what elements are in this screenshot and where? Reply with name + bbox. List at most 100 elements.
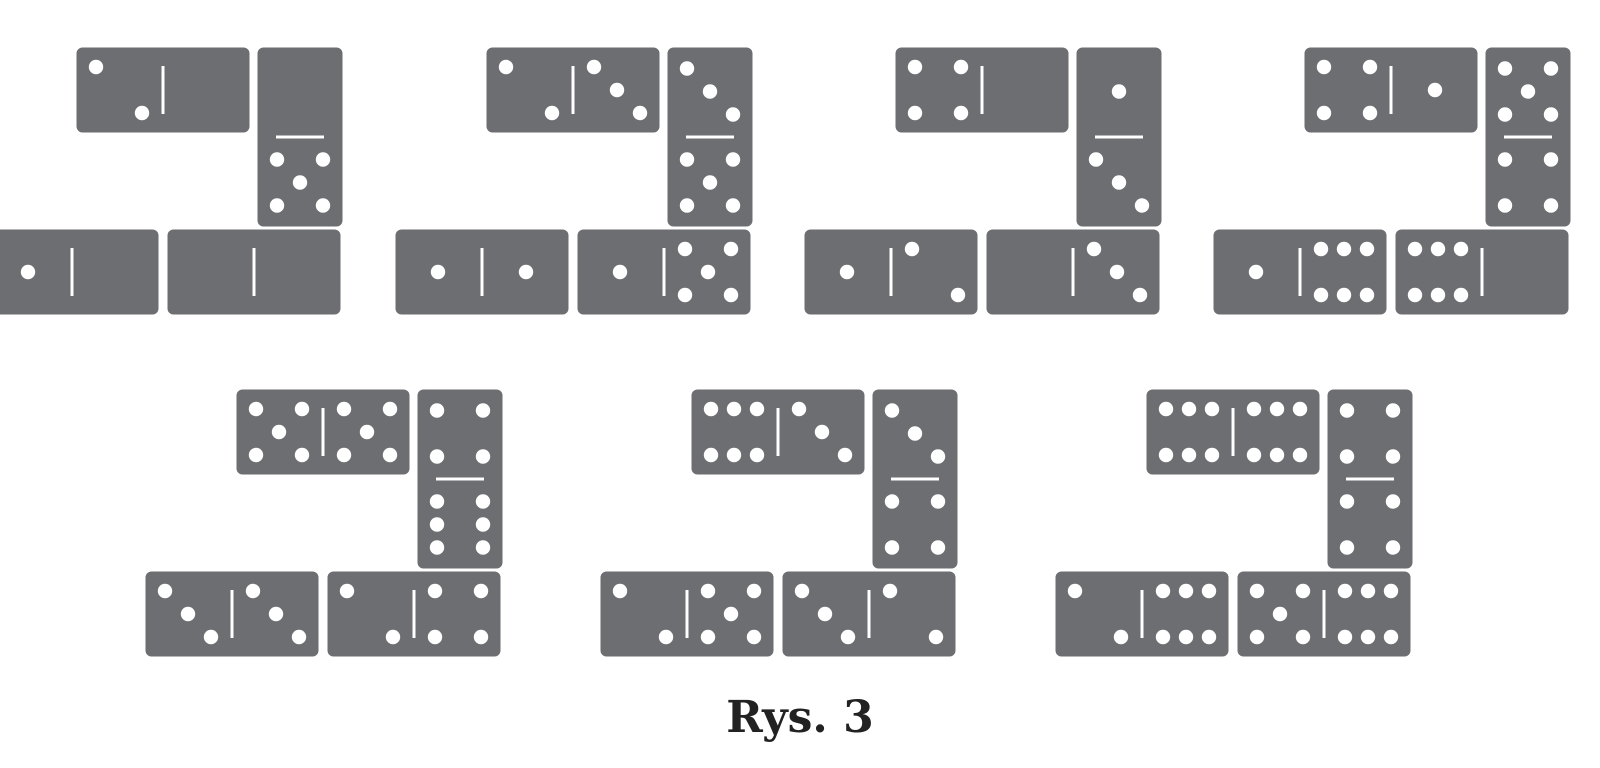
domino-pip	[544, 105, 560, 121]
domino-pip	[291, 629, 307, 645]
domino-pip	[1339, 494, 1355, 509]
domino-pip	[814, 424, 830, 440]
domino-pip	[429, 494, 445, 509]
domino-pip	[430, 264, 446, 280]
domino-pip	[632, 105, 648, 121]
domino-divider	[1140, 590, 1144, 638]
domino-pip	[294, 401, 310, 417]
domino-pip	[1204, 401, 1220, 417]
domino-pip	[269, 152, 285, 167]
domino-pip	[315, 198, 331, 213]
domino-pip	[134, 105, 150, 121]
domino-pip	[702, 175, 718, 190]
domino-pip	[1430, 241, 1446, 257]
domino-pip	[1359, 287, 1375, 303]
domino-right	[667, 47, 753, 227]
domino-pip	[1360, 583, 1376, 599]
domino-pip	[1292, 401, 1308, 417]
domino-pip	[928, 629, 944, 645]
domino-pip	[884, 494, 900, 509]
domino-divider	[1298, 248, 1302, 296]
domino-pip	[725, 107, 741, 122]
domino-right	[1485, 47, 1571, 227]
domino-pip	[679, 152, 695, 167]
domino-bottom-left	[804, 229, 978, 315]
domino-bottom-right	[782, 571, 956, 657]
domino-divider	[276, 135, 324, 139]
domino-pip	[677, 287, 693, 303]
domino-pip	[907, 105, 923, 121]
domino-pip	[1181, 447, 1197, 463]
domino-pip	[746, 583, 762, 599]
domino-pip	[1088, 152, 1104, 167]
domino-right	[417, 389, 503, 569]
domino-divider	[230, 590, 234, 638]
domino-top	[1304, 47, 1478, 133]
domino-pip	[1336, 241, 1352, 257]
domino-pip	[749, 447, 765, 463]
domino-bottom-right	[167, 229, 341, 315]
domino-pip	[1385, 449, 1401, 464]
domino-pip	[726, 401, 742, 417]
domino-divider	[571, 66, 575, 114]
domino-divider	[889, 248, 893, 296]
domino-pip	[1111, 175, 1127, 190]
domino-pip	[1249, 583, 1265, 599]
domino-pip	[1067, 583, 1083, 599]
domino-top	[486, 47, 660, 133]
domino-pip	[1407, 287, 1423, 303]
domino-pip	[1339, 540, 1355, 555]
domino-group-3	[804, 47, 1162, 315]
domino-pip	[475, 494, 491, 509]
domino-pip	[88, 59, 104, 75]
domino-pip	[1543, 152, 1559, 167]
domino-pip	[723, 606, 739, 622]
domino-pip	[1201, 629, 1217, 645]
domino-top	[236, 389, 410, 475]
domino-group-5	[145, 389, 503, 657]
domino-pip	[475, 540, 491, 555]
domino-divider	[1095, 135, 1143, 139]
domino-pip	[382, 447, 398, 463]
domino-group-6	[600, 389, 958, 657]
domino-pip	[429, 517, 445, 532]
domino-pip	[1134, 198, 1150, 213]
domino-pip	[609, 82, 625, 98]
domino-pip	[1497, 152, 1513, 167]
domino-pip	[427, 629, 443, 645]
domino-group-1	[0, 47, 343, 315]
domino-bottom-left	[0, 229, 159, 315]
domino-pip	[723, 241, 739, 257]
domino-pip	[612, 583, 628, 599]
domino-divider	[436, 477, 484, 481]
domino-pip	[884, 403, 900, 418]
domino-pip	[1383, 629, 1399, 645]
domino-pip	[339, 583, 355, 599]
domino-pip	[20, 264, 36, 280]
domino-divider	[480, 248, 484, 296]
domino-pip	[703, 447, 719, 463]
domino-pip	[700, 629, 716, 645]
domino-pip	[586, 59, 602, 75]
domino-pip	[1453, 287, 1469, 303]
domino-pip	[840, 629, 856, 645]
domino-pip	[245, 583, 261, 599]
domino-pip	[904, 241, 920, 257]
domino-pip	[1132, 287, 1148, 303]
domino-pip	[746, 629, 762, 645]
domino-pip	[612, 264, 628, 280]
domino-pip	[1383, 583, 1399, 599]
domino-pip	[658, 629, 674, 645]
domino-divider	[1322, 590, 1326, 638]
domino-divider	[1231, 408, 1235, 456]
domino-pip	[475, 449, 491, 464]
domino-pip	[1201, 583, 1217, 599]
domino-pip	[953, 105, 969, 121]
domino-top	[76, 47, 250, 133]
domino-pip	[1086, 241, 1102, 257]
domino-pip	[1269, 401, 1285, 417]
domino-bottom-right	[577, 229, 751, 315]
domino-pip	[1359, 241, 1375, 257]
domino-divider	[70, 248, 74, 296]
domino-pip	[703, 401, 719, 417]
